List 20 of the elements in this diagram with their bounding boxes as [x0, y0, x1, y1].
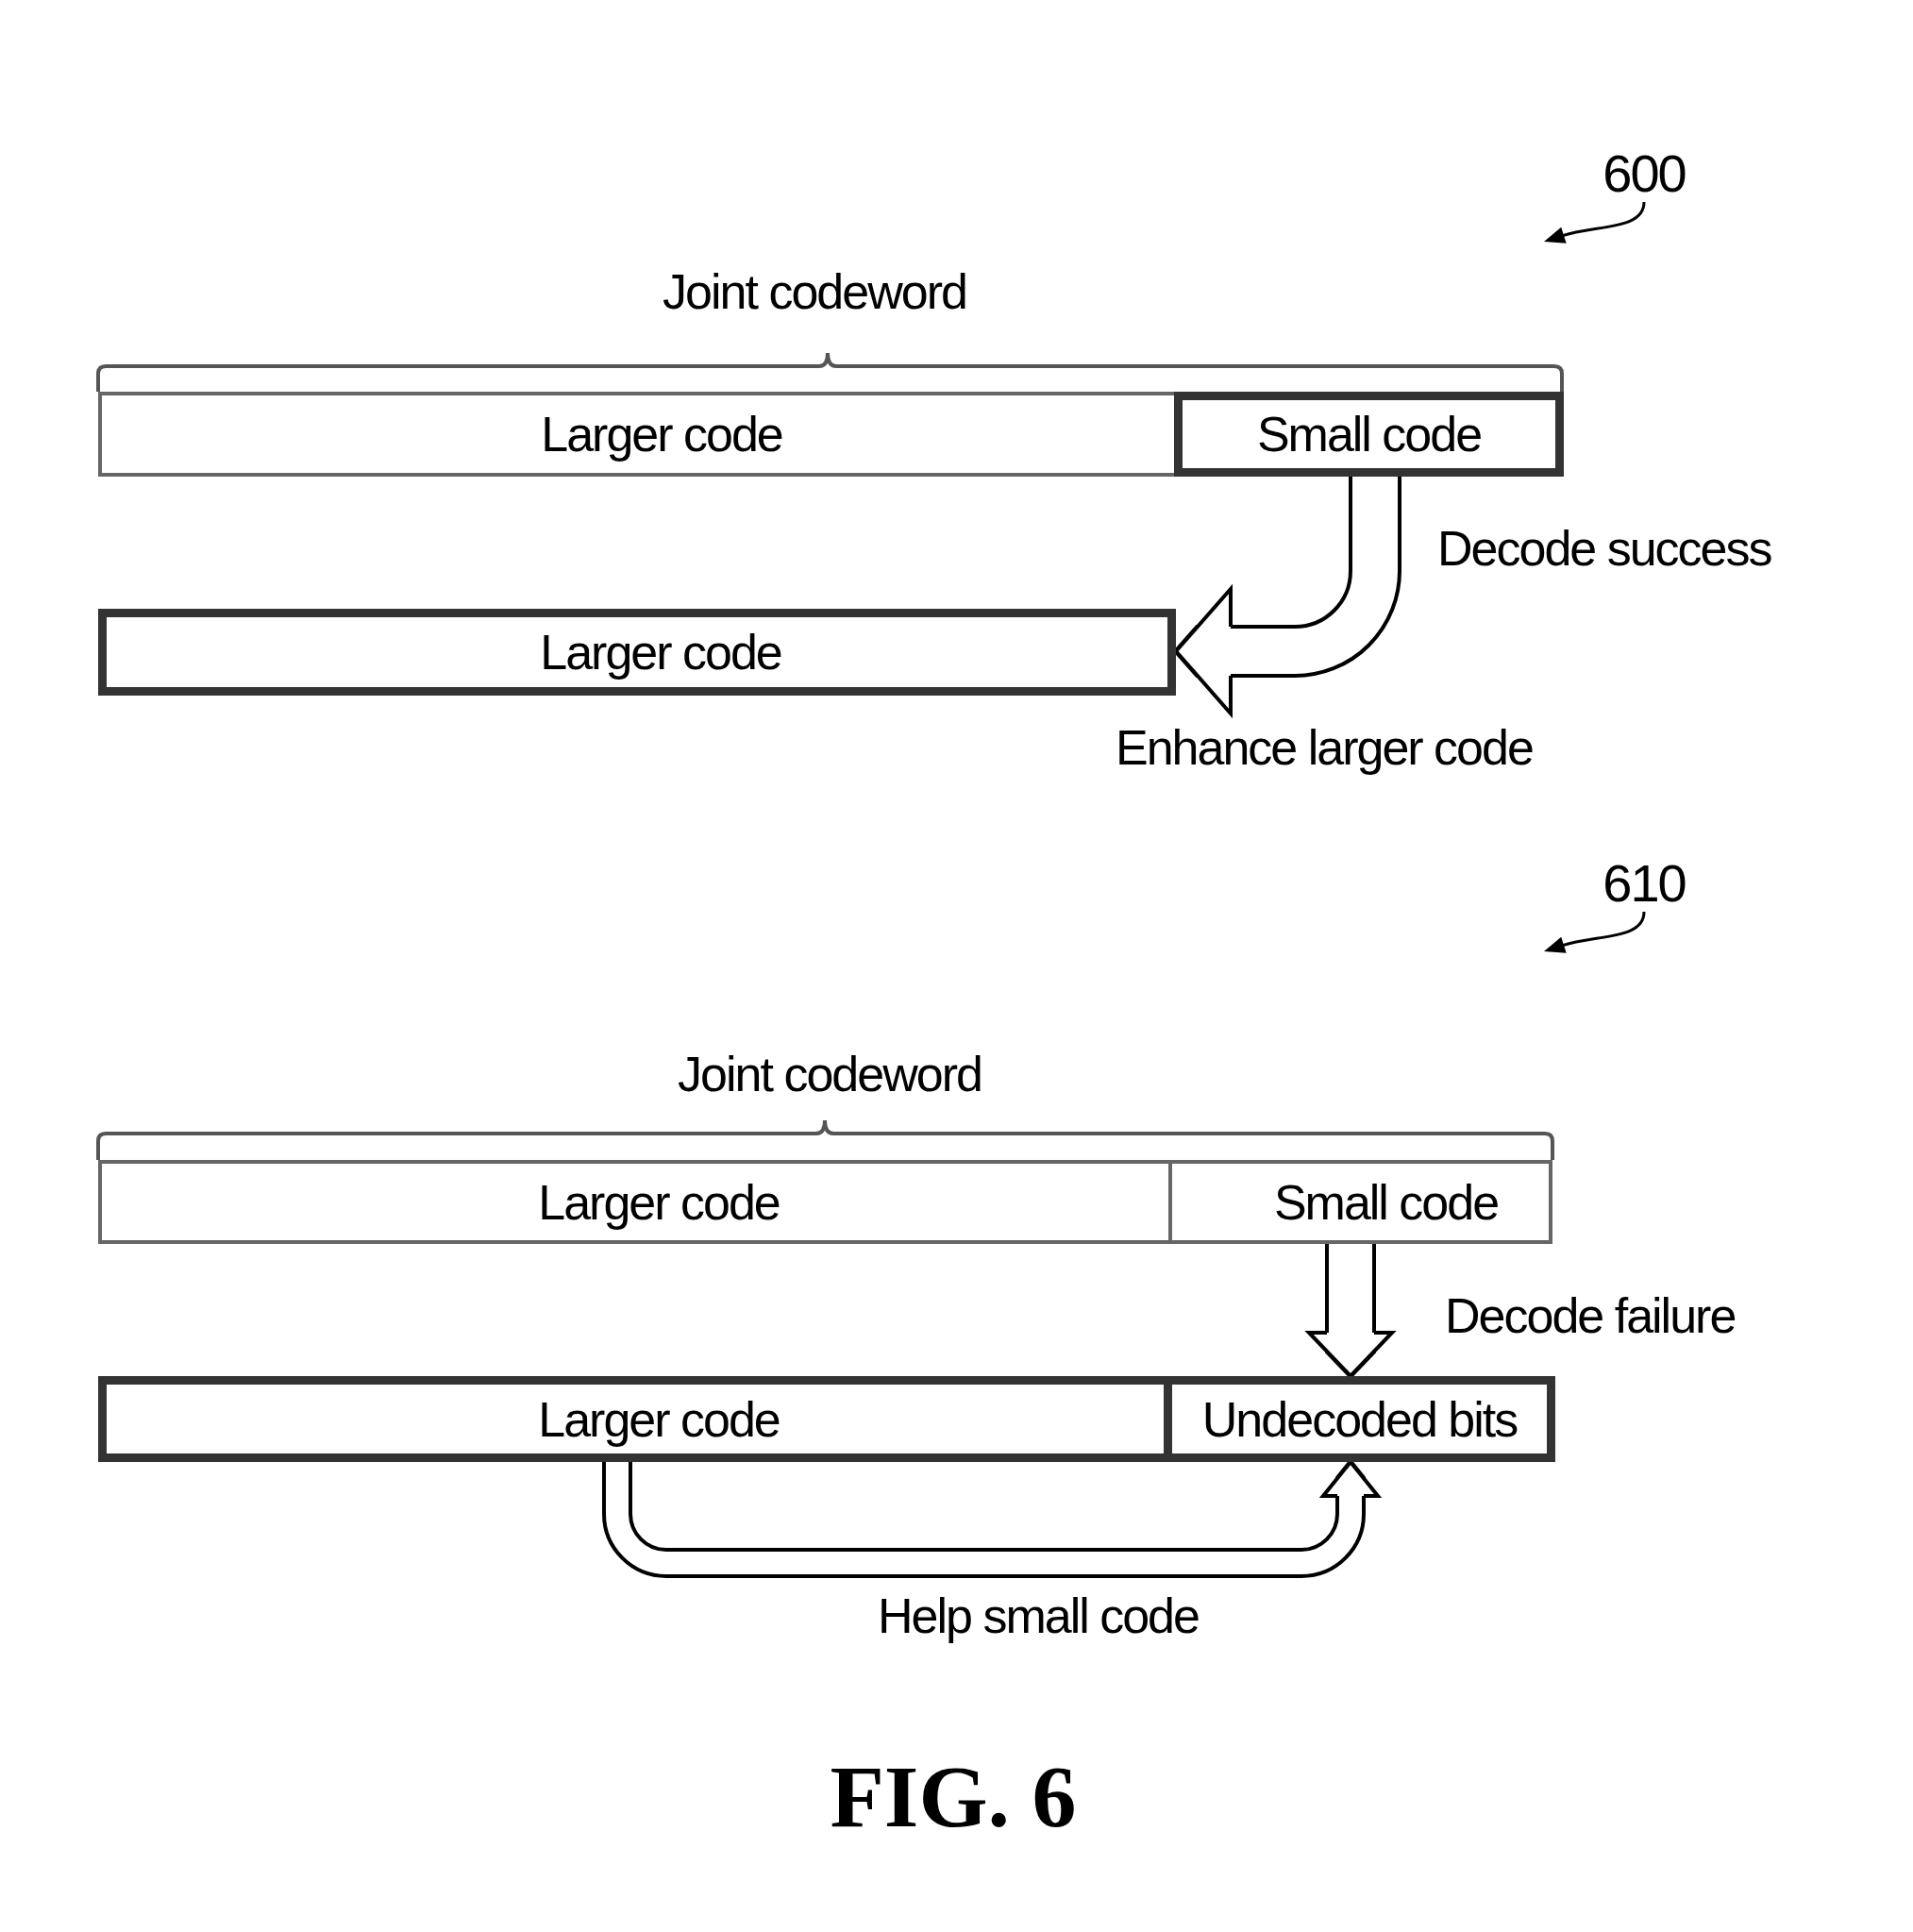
segment-label: Small code	[1273, 1173, 1499, 1231]
segment-label: Larger code	[538, 1173, 780, 1231]
edge-label: Decode failure	[1445, 1287, 1736, 1344]
reference-numeral: 610	[1595, 855, 1693, 912]
segment-label: Small code	[1256, 406, 1482, 462]
segment-box	[98, 609, 1176, 696]
bracket-label: Joint codeword	[678, 1046, 982, 1102]
bracket-label: Joint codeword	[663, 263, 966, 320]
leader-arrow	[1544, 911, 1646, 953]
segment-label: Undecoded bits	[1201, 1390, 1518, 1448]
reference-numeral: 600	[1595, 145, 1693, 202]
segment-label: Larger code	[540, 624, 781, 680]
edge-label: Decode success	[1437, 520, 1771, 577]
arrow-caption: Enhance larger code	[1116, 719, 1533, 776]
segment-box	[1174, 392, 1564, 477]
segment-label: Larger code	[538, 1390, 780, 1448]
segment-label: Larger code	[541, 406, 782, 462]
leader-arrow	[1544, 201, 1646, 244]
figure-caption: FIG. 6	[830, 1749, 1077, 1843]
edge-label: Help small code	[878, 1588, 1199, 1644]
